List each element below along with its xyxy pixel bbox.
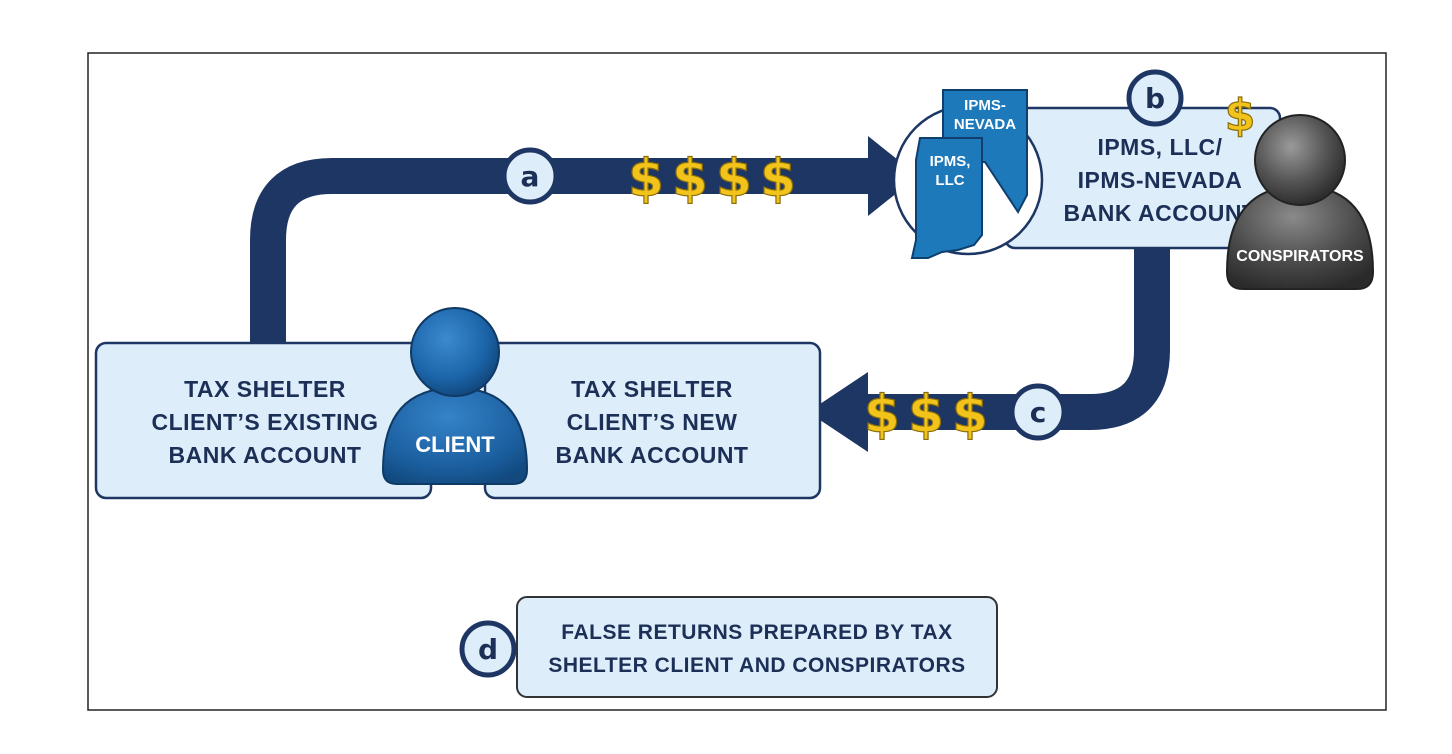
existing-account-box: TAX SHELTER CLIENT’S EXISTING BANK ACCOU… xyxy=(94,341,433,500)
step-a-label: a xyxy=(521,160,540,193)
flow-arrow-a xyxy=(250,158,880,350)
conspirators-person-icon: CONSPIRATORS xyxy=(1225,114,1375,290)
false-returns-line-2: SHELTER CLIENT AND CONSPIRATORS xyxy=(548,654,965,677)
ipms-account-line-3: BANK ACCOUNT xyxy=(1064,200,1257,226)
existing-account-line-2: CLIENT’S EXISTING xyxy=(151,409,378,435)
ipms-account-line-2: IPMS-NEVADA xyxy=(1078,167,1243,193)
step-marker-a: a xyxy=(501,147,559,205)
flow-a-dollars: $ $ $ $ xyxy=(627,148,796,209)
false-returns-line-1: FALSE RETURNS PREPARED BY TAX xyxy=(561,621,952,644)
ipms-account-box: IPMS, LLC/ IPMS-NEVADA BANK ACCOUNT xyxy=(1003,106,1282,250)
ipms-state-circle: IPMS- NEVADA IPMS, LLC xyxy=(892,89,1044,259)
step-c-label: c xyxy=(1030,396,1047,429)
step-d-label: d xyxy=(478,633,498,666)
client-person-icon: CLIENT xyxy=(381,307,529,485)
conspirators-label: CONSPIRATORS xyxy=(1236,248,1364,265)
indiana-state-icon xyxy=(910,137,983,259)
flow-c-dollars: $ $ $ xyxy=(863,384,988,445)
flow-a-dollar-2: $ xyxy=(672,149,708,209)
ipms-account-line-1: IPMS, LLC/ xyxy=(1097,134,1222,160)
flow-a-dollar-1: $ xyxy=(628,149,664,209)
step-b-label: b xyxy=(1145,82,1165,115)
indiana-label-line-1: IPMS, xyxy=(930,153,971,170)
step-marker-c: c xyxy=(1009,383,1067,441)
new-account-line-1: TAX SHELTER xyxy=(571,376,733,402)
flow-arrow-c xyxy=(858,240,1170,430)
new-account-line-3: BANK ACCOUNT xyxy=(556,442,749,468)
existing-account-line-3: BANK ACCOUNT xyxy=(169,442,362,468)
flow-c-dollar-2: $ xyxy=(908,385,944,445)
false-returns-box: FALSE RETURNS PREPARED BY TAX SHELTER CL… xyxy=(516,596,998,698)
new-account-line-2: CLIENT’S NEW xyxy=(567,409,738,435)
flow-a-dollar-3: $ xyxy=(716,149,752,209)
flow-arrow-c-head xyxy=(808,372,868,452)
nevada-label-line-1: IPMS- xyxy=(964,97,1006,114)
flow-c-dollar-3: $ xyxy=(952,385,988,445)
flow-a-dollar-4: $ xyxy=(760,149,796,209)
step-marker-b: b xyxy=(1126,69,1184,127)
nevada-label-line-2: NEVADA xyxy=(954,116,1016,133)
existing-account-line-1: TAX SHELTER xyxy=(184,376,346,402)
step-marker-d: d xyxy=(459,620,517,678)
conspirator-dollar-icon: $ xyxy=(1225,90,1256,141)
new-account-box: TAX SHELTER CLIENT’S NEW BANK ACCOUNT xyxy=(483,341,822,500)
indiana-label-line-2: LLC xyxy=(935,172,964,189)
flow-c-dollar-1: $ xyxy=(864,385,900,445)
client-label: CLIENT xyxy=(415,432,495,457)
